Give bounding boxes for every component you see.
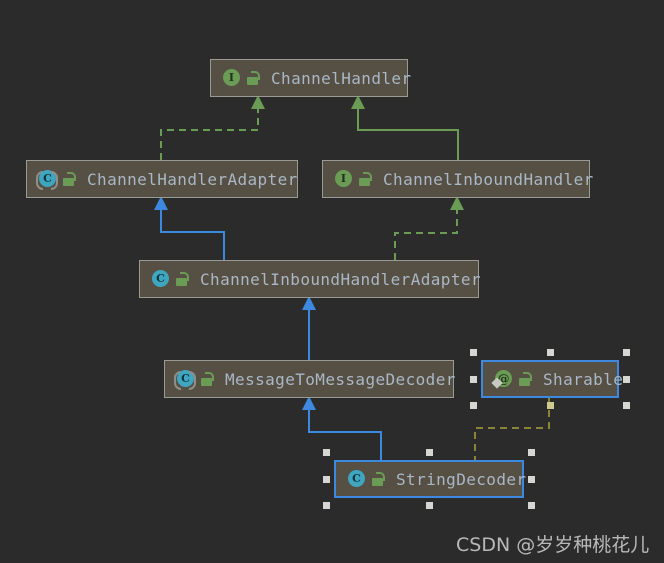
selection-handle[interactable]	[323, 476, 330, 483]
class-node-label: ChannelInboundHandlerAdapter	[200, 269, 481, 289]
selection-handle[interactable]	[426, 502, 433, 509]
selection-handle[interactable]	[470, 349, 477, 356]
arrowhead-inbound-adapter-extends-adapter	[154, 196, 168, 210]
public-lock-icon	[371, 472, 385, 486]
annotation-icon: @	[491, 369, 513, 389]
watermark-text: CSDN @岁岁种桃花儿	[456, 534, 650, 556]
public-lock-icon	[358, 172, 372, 186]
selection-handle[interactable]	[623, 402, 630, 409]
selection-handle[interactable]	[470, 402, 477, 409]
selection-handle[interactable]	[426, 449, 433, 456]
node-icons: I	[333, 169, 372, 189]
node-icons: C	[346, 469, 385, 489]
public-lock-icon	[62, 172, 76, 186]
selection-handle[interactable]	[528, 449, 535, 456]
node-icon-letter: I	[223, 69, 240, 86]
node-icons: C	[36, 169, 76, 190]
edge-inbound-extends-handler[interactable]	[357, 105, 459, 160]
selection-handle[interactable]	[547, 349, 554, 356]
class-node-channel-inbound-handler[interactable]: I ChannelInboundHandler	[322, 160, 593, 198]
class-node-sharable[interactable]: @ Sharable	[481, 360, 623, 398]
interface-icon: I	[221, 68, 241, 88]
selection-handle[interactable]	[623, 376, 630, 383]
edge-inbound-adapter-implements-inbound[interactable]	[394, 206, 458, 260]
edge-adapter-implements-handler[interactable]	[160, 105, 259, 160]
public-lock-icon	[200, 372, 214, 386]
class-node-channel-handler[interactable]: I ChannelHandler	[210, 59, 412, 97]
selection-handle[interactable]	[323, 449, 330, 456]
selection-handle[interactable]	[623, 349, 630, 356]
arrowhead-inbound-extends-handler	[351, 95, 365, 109]
class-icon: C	[150, 269, 170, 289]
class-node-channel-inbound-handler-adapter[interactable]: C ChannelInboundHandlerAdapter	[139, 260, 481, 298]
node-icons: I	[221, 68, 260, 88]
class-node-string-decoder[interactable]: C StringDecoder	[334, 460, 527, 498]
class-node-label: StringDecoder	[396, 469, 527, 489]
class-node-label: ChannelInboundHandler	[383, 169, 594, 189]
abstract-class-icon: C	[174, 369, 196, 390]
selection-handle[interactable]	[528, 476, 535, 483]
public-lock-icon	[175, 272, 189, 286]
interface-icon: I	[333, 169, 353, 189]
arrowhead-adapter-implements-handler	[251, 95, 265, 109]
selection-handle[interactable]	[547, 402, 554, 409]
class-node-label: ChannelHandler	[271, 68, 412, 88]
class-node-label: MessageToMessageDecoder	[225, 369, 456, 389]
class-node-message-to-message-decoder[interactable]: C MessageToMessageDecoder	[164, 360, 456, 398]
selection-handle[interactable]	[470, 376, 477, 383]
arrowhead-string-decoder-extends-message-decoder	[302, 396, 316, 410]
node-icons: C	[150, 269, 189, 289]
public-lock-icon	[246, 71, 260, 85]
selection-handle[interactable]	[528, 502, 535, 509]
node-icon-letter: C	[177, 370, 194, 387]
node-icons: @	[491, 369, 532, 389]
edge-string-decoder-extends-message-decoder[interactable]	[308, 406, 382, 460]
arrowhead-decoder-extends-inbound-adapter	[302, 296, 316, 310]
node-icon-letter: C	[348, 470, 365, 487]
arrowhead-inbound-adapter-implements-inbound	[450, 196, 464, 210]
node-icons: C	[174, 369, 214, 390]
node-icon-letter: C	[152, 270, 169, 287]
abstract-class-icon: C	[36, 169, 58, 190]
class-node-channel-handler-adapter[interactable]: C ChannelHandlerAdapter	[26, 160, 298, 198]
public-lock-icon	[518, 372, 532, 386]
edge-inbound-adapter-extends-adapter[interactable]	[160, 206, 225, 260]
selection-handle[interactable]	[323, 502, 330, 509]
class-node-label: ChannelHandlerAdapter	[87, 169, 298, 189]
edge-string-decoder-annotated-sharable[interactable]	[474, 398, 550, 460]
class-icon: C	[346, 469, 366, 489]
node-icon-letter: I	[335, 170, 352, 187]
node-icon-letter: C	[39, 170, 56, 187]
class-node-label: Sharable	[543, 369, 624, 389]
